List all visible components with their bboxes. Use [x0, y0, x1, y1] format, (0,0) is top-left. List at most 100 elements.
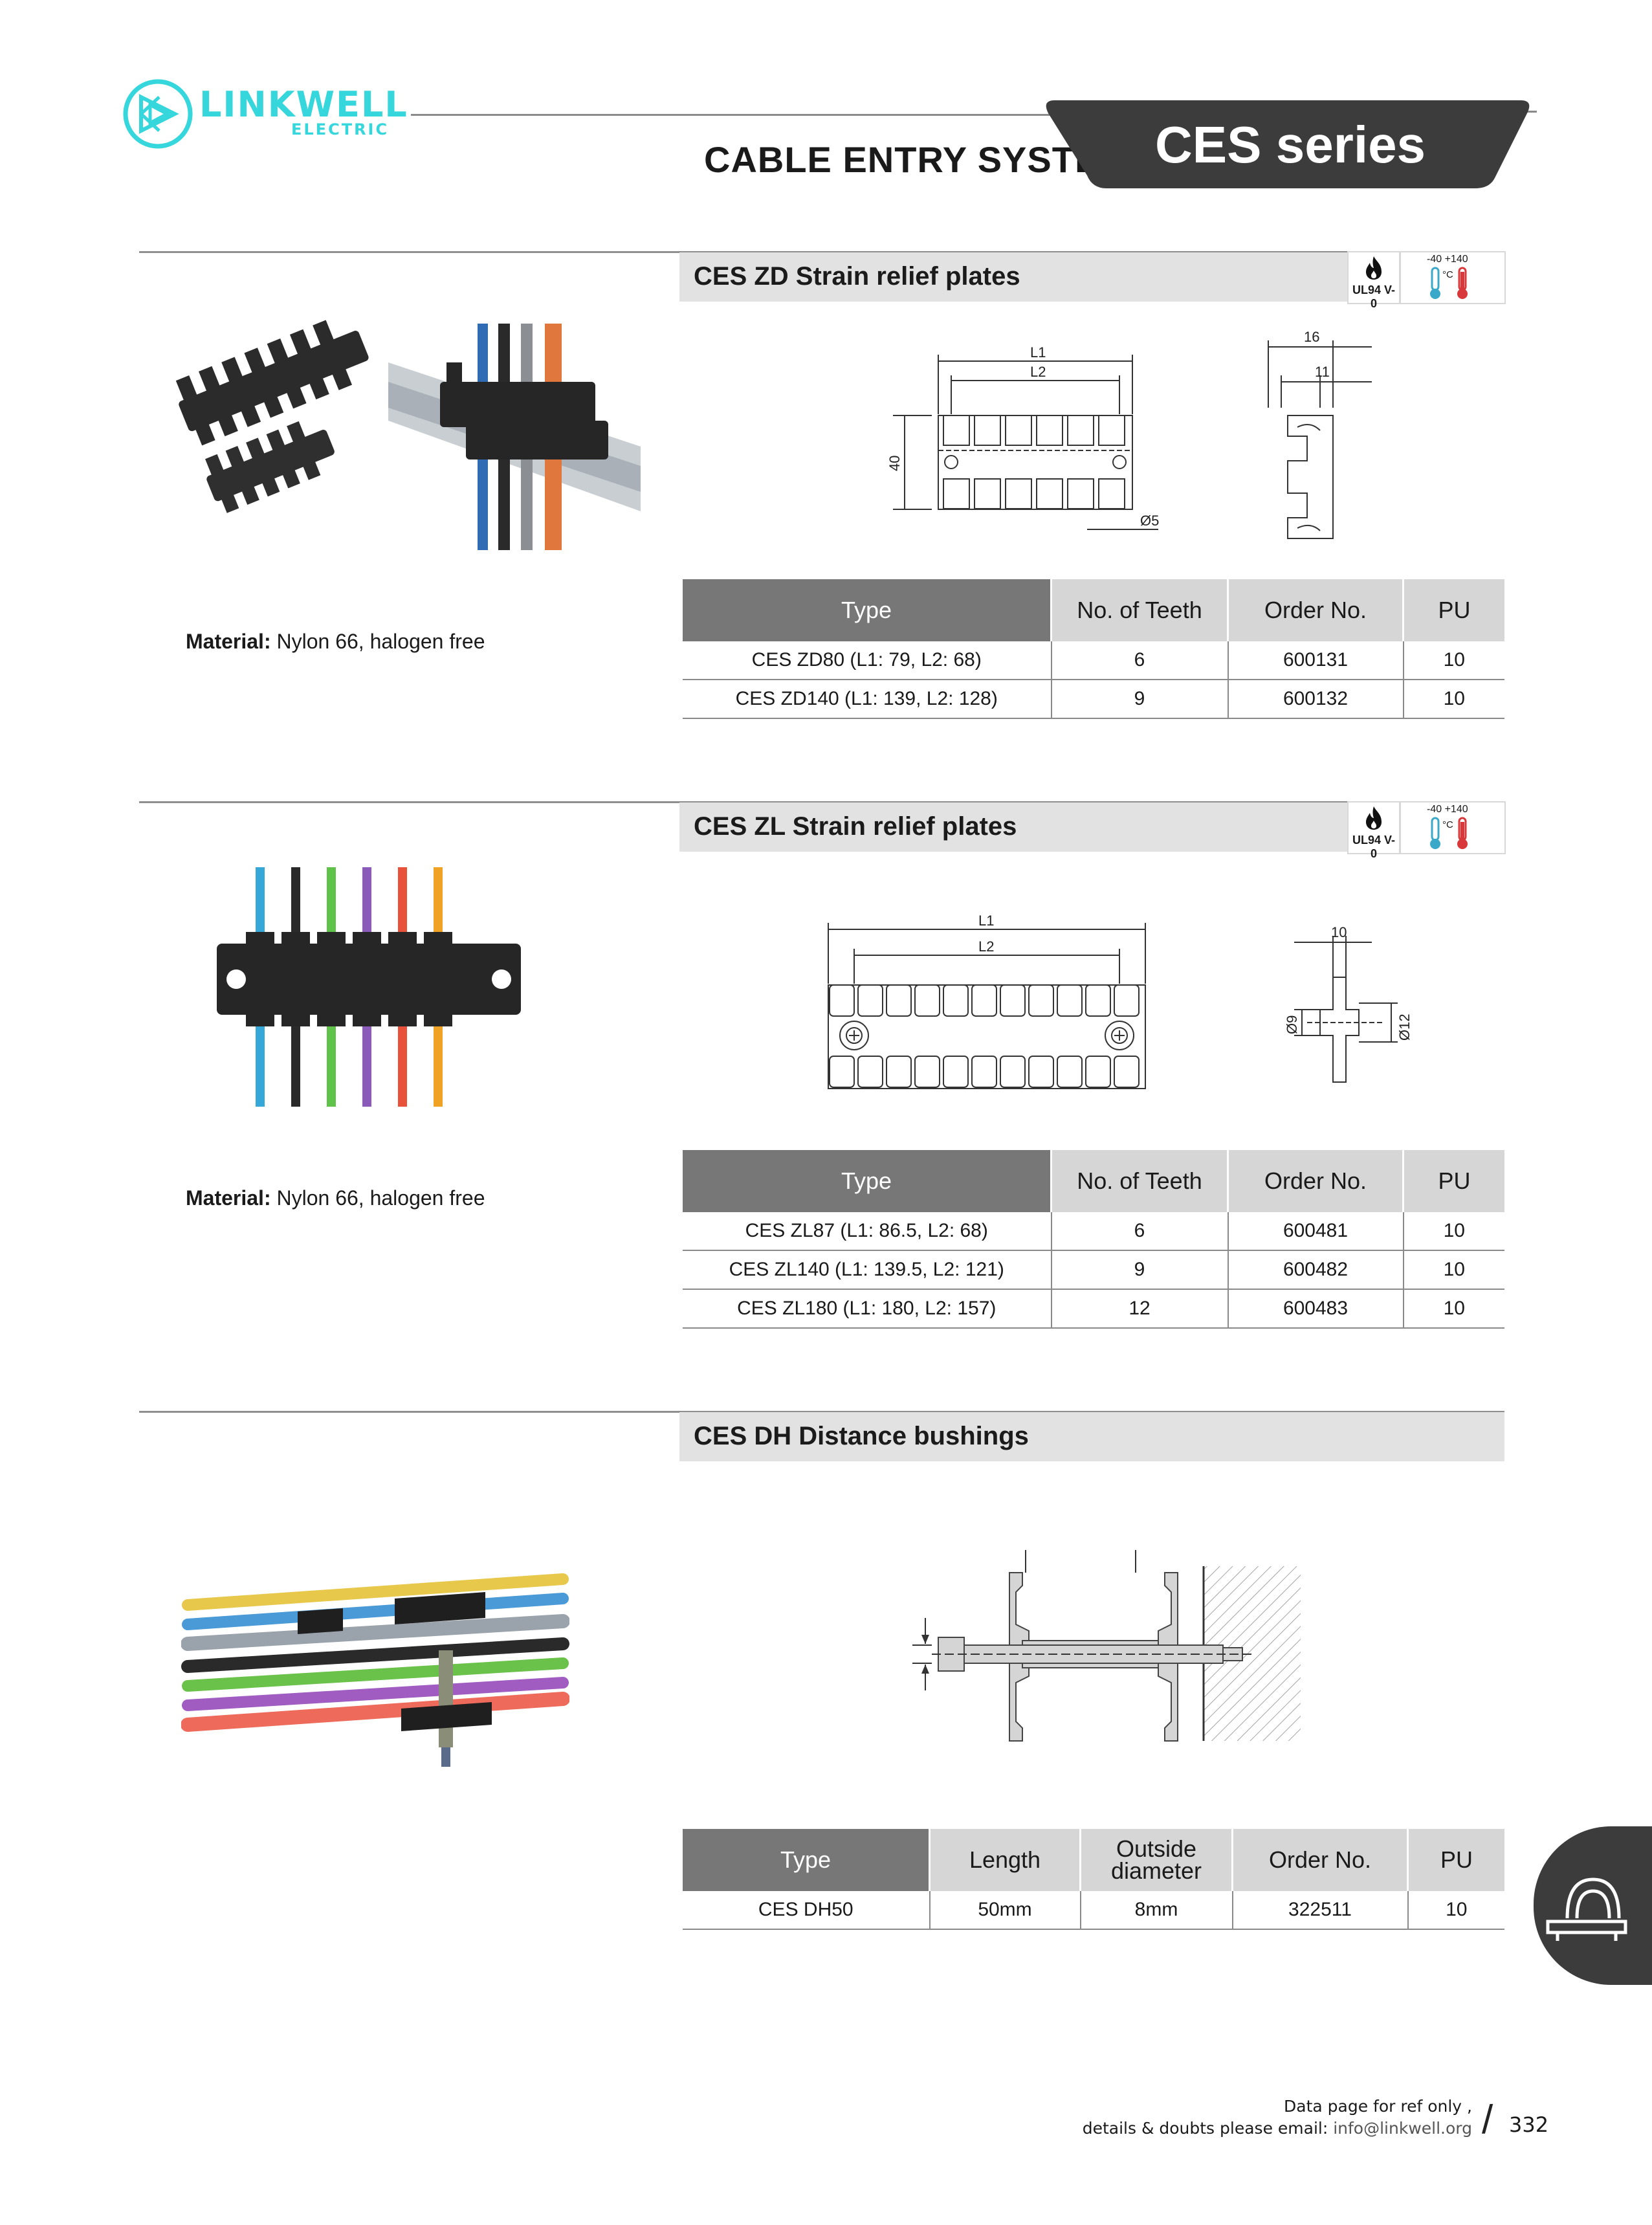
table-header-row: Type No. of Teeth Order No. PU	[683, 1150, 1504, 1212]
cell-type: CES ZL87 (L1: 86.5, L2: 68)	[683, 1212, 1052, 1251]
column-header-type: Type	[683, 1829, 931, 1891]
footer-line-2: details & doubts please email: info@link…	[1068, 2118, 1472, 2140]
material-label: Material:	[186, 1186, 271, 1210]
section-title-zl: CES ZL Strain relief plates	[694, 812, 1017, 841]
temp-badge: -40 +140 °C	[1400, 801, 1506, 854]
thermometer-icon	[1430, 817, 1468, 849]
cable-clamp-icon	[1546, 1877, 1627, 1941]
footer-email-link[interactable]: info@linkwell.org	[1333, 2119, 1472, 2138]
table-header-row: Type No. of Teeth Order No. PU	[683, 579, 1504, 641]
section-rule-zd	[139, 251, 1504, 253]
brand-name: LINKWELL	[199, 84, 408, 125]
temp-unit: °C	[1442, 819, 1453, 830]
column-header-pu: PU	[1403, 1150, 1504, 1212]
zd-product-photo	[175, 320, 641, 550]
table-row: CES ZL180 (L1: 180, L2: 157) 12 600483 1…	[683, 1289, 1504, 1329]
table-row: CES ZD140 (L1: 139, L2: 128) 9 600132 10	[683, 680, 1504, 719]
linkwell-logo-icon	[123, 79, 193, 149]
column-header-teeth: No. of Teeth	[1051, 579, 1229, 641]
section-bar-dh	[679, 1412, 1504, 1461]
cell-pu: 10	[1403, 1212, 1504, 1251]
table-row: CES DH50 50mm 8mm 322511 10	[683, 1891, 1504, 1930]
cell-order: 600483	[1228, 1289, 1404, 1329]
page-number: 332	[1509, 2112, 1549, 2137]
side-tab	[1534, 1826, 1652, 1985]
footer-line-2-prefix: details & doubts please email:	[1082, 2119, 1334, 2138]
zl-dim-d9: Ø9	[1284, 1015, 1300, 1034]
header-rule-left	[411, 114, 1058, 116]
cell-pu: 10	[1403, 1250, 1504, 1290]
zd-dim-l1: L1	[1030, 344, 1046, 360]
zd-spec-table: Type No. of Teeth Order No. PU CES ZD80 …	[683, 579, 1504, 719]
cell-diameter: 8mm	[1080, 1891, 1233, 1930]
temp-unit: °C	[1442, 269, 1453, 280]
zl-dim-l1: L1	[978, 913, 994, 929]
flame-icon	[1366, 256, 1382, 280]
zl-dim-10: 10	[1331, 924, 1347, 940]
temp-range: -40 +140	[1427, 254, 1468, 265]
cell-order: 322511	[1232, 1891, 1409, 1930]
flame-rating: UL94 V-0	[1352, 283, 1396, 310]
series-label: CES series	[1155, 116, 1426, 173]
flame-icon	[1366, 806, 1382, 830]
cell-pu: 10	[1403, 680, 1504, 719]
cell-teeth: 12	[1051, 1289, 1229, 1329]
temp-range: -40 +140	[1427, 804, 1468, 815]
section-title-zd: CES ZD Strain relief plates	[694, 262, 1020, 291]
cell-length: 50mm	[929, 1891, 1081, 1930]
cell-order: 600481	[1228, 1212, 1404, 1251]
footer-line-1: Data page for ref only ,	[1284, 2097, 1472, 2116]
column-header-type: Type	[683, 1150, 1052, 1212]
flame-badge: UL94 V-0	[1347, 251, 1400, 310]
cell-type: CES ZD140 (L1: 139, L2: 128)	[683, 680, 1052, 719]
temp-badge: -40 +140 °C	[1400, 251, 1506, 304]
cell-type: CES ZL180 (L1: 180, L2: 157)	[683, 1289, 1052, 1329]
material-label: Material:	[186, 630, 271, 653]
zl-product-photo	[217, 867, 521, 1107]
cell-pu: 10	[1403, 1289, 1504, 1329]
zl-spec-table: Type No. of Teeth Order No. PU CES ZL87 …	[683, 1150, 1504, 1329]
table-row: CES ZL87 (L1: 86.5, L2: 68) 6 600481 10	[683, 1212, 1504, 1251]
cell-teeth: 6	[1051, 1212, 1229, 1251]
brand-logo: LINKWELL ELECTRIC	[122, 78, 407, 155]
table-row: CES ZD80 (L1: 79, L2: 68) 6 600131 10	[683, 641, 1504, 680]
dh-spec-table: Type Length Outside diameter Order No. P…	[683, 1829, 1504, 1930]
zd-dim-16: 16	[1304, 329, 1319, 345]
cell-teeth: 6	[1051, 641, 1229, 680]
zl-dimension-drawing: L1 L2 10 Ø9 Ø12	[828, 913, 1413, 1089]
table-header-row: Type Length Outside diameter Order No. P…	[683, 1829, 1504, 1891]
zd-dim-height: 40	[887, 456, 903, 471]
cell-teeth: 9	[1051, 680, 1229, 719]
section-rule-dh	[139, 1411, 1504, 1413]
dh-assembly-drawing	[912, 1550, 1301, 1742]
column-header-length: Length	[929, 1829, 1081, 1891]
zd-dimension-drawing: L1 L2 40 Ø5 16 11	[887, 329, 1372, 539]
zd-dim-hole: Ø5	[1140, 513, 1159, 529]
thermometer-icon	[1430, 267, 1468, 299]
section-title-dh: CES DH Distance bushings	[694, 1422, 1029, 1450]
column-header-pu: PU	[1403, 579, 1504, 641]
page-title: CABLE ENTRY SYSTEM	[704, 139, 1130, 180]
column-header-order: Order No.	[1228, 579, 1404, 641]
cell-order: 600132	[1228, 680, 1404, 719]
zd-dim-11: 11	[1315, 364, 1330, 380]
column-header-diameter: Outside diameter	[1080, 1829, 1233, 1891]
cell-order: 600131	[1228, 641, 1404, 680]
zl-dim-d12: Ø12	[1396, 1013, 1413, 1041]
column-header-pu: PU	[1407, 1829, 1504, 1891]
material-value: Nylon 66, halogen free	[270, 630, 485, 653]
section-rule-zl	[139, 801, 1504, 803]
cell-pu: 10	[1407, 1891, 1504, 1930]
column-header-order: Order No.	[1228, 1150, 1404, 1212]
flame-badge: UL94 V-0	[1347, 801, 1400, 860]
series-tab	[1042, 100, 1530, 188]
flame-rating: UL94 V-0	[1352, 834, 1396, 860]
material-zd: Material: Nylon 66, halogen free	[186, 630, 485, 654]
cell-type: CES ZD80 (L1: 79, L2: 68)	[683, 641, 1052, 680]
cell-type: CES ZL140 (L1: 139.5, L2: 121)	[683, 1250, 1052, 1290]
brand-subtitle: ELECTRIC	[291, 120, 390, 138]
cell-pu: 10	[1403, 641, 1504, 680]
column-header-type: Type	[683, 579, 1052, 641]
cell-teeth: 9	[1051, 1250, 1229, 1290]
material-value: Nylon 66, halogen free	[270, 1186, 485, 1210]
